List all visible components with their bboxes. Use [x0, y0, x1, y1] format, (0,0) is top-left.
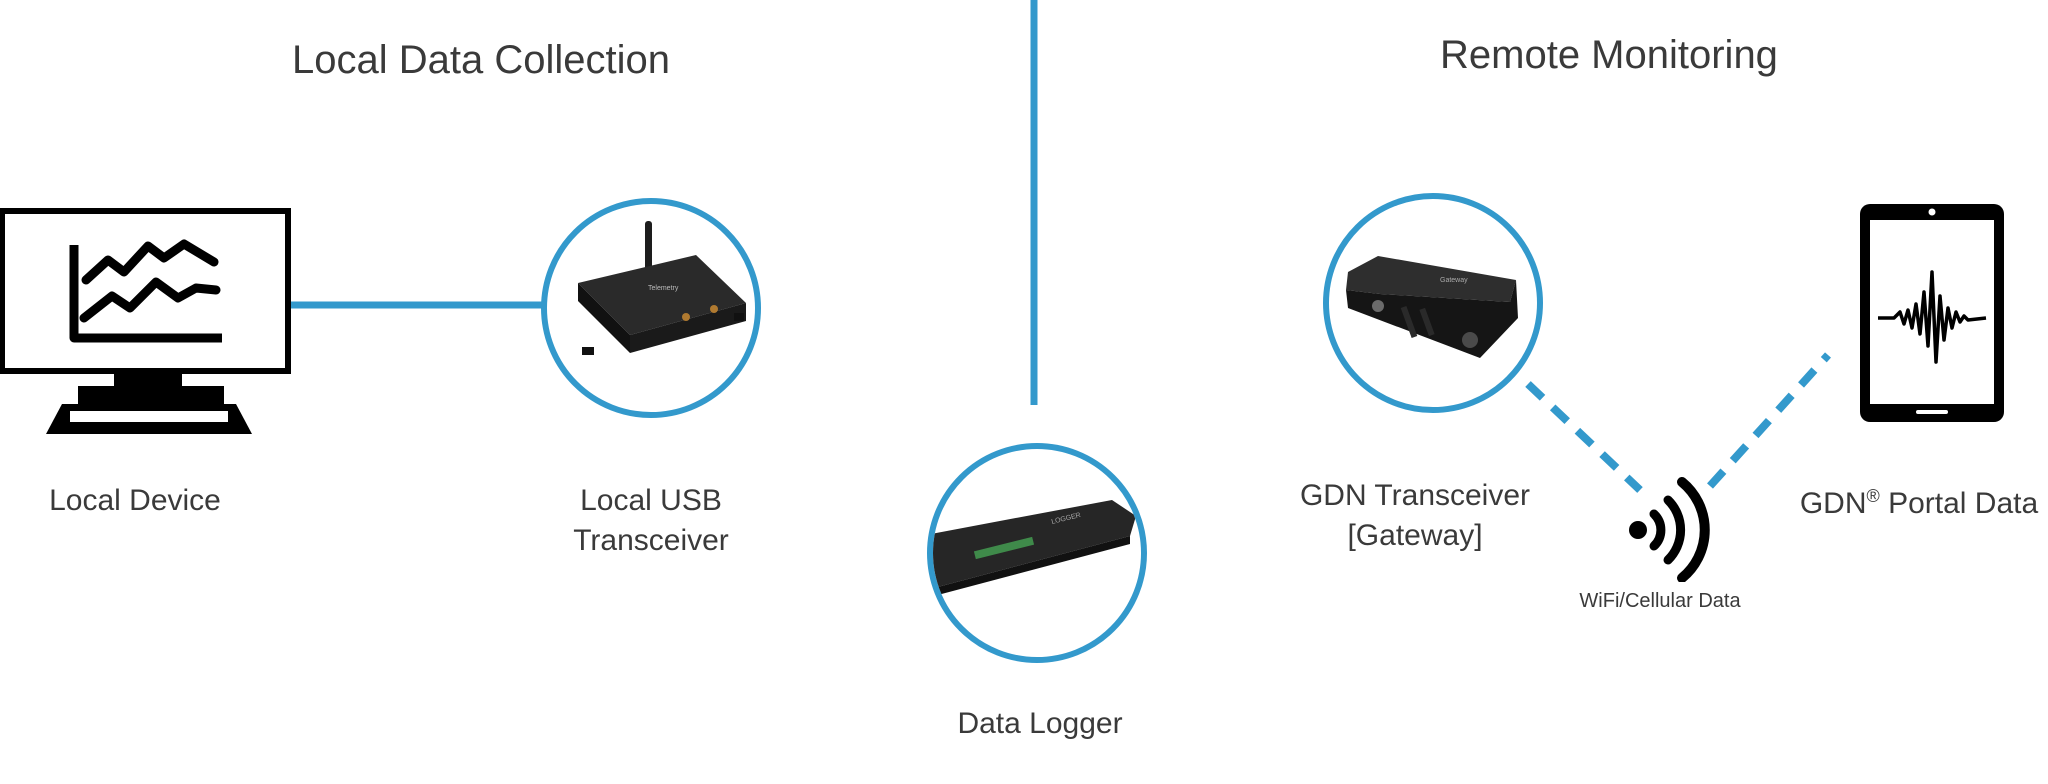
usb-transceiver-label-line2: Transceiver: [573, 524, 729, 557]
local-section-title: Local Data Collection: [292, 38, 670, 82]
usb-transceiver-label-line1: Local USB: [580, 484, 722, 517]
svg-text:Telemetry: Telemetry: [648, 285, 679, 292]
wifi-signal-icon: [1629, 477, 1710, 582]
data-logger-icon: LOGGER: [927, 443, 1147, 663]
tablet-waveform-icon: [1860, 204, 2004, 422]
portal-label: GDN® Portal Data: [1799, 486, 2039, 520]
gateway-label-line2: [Gateway]: [1347, 519, 1483, 552]
svg-text:Gateway: Gateway: [1440, 277, 1468, 284]
wireless-to-portal-connector: [1707, 352, 1831, 489]
gateway-label-line1: GDN Transceiver: [1299, 479, 1531, 512]
gateway-to-wireless-connector: [1525, 381, 1643, 493]
local-device-label: Local Device: [49, 484, 221, 517]
remote-section-title: Remote Monitoring: [1440, 33, 1778, 77]
usb-transceiver-icon: Telemetry: [541, 198, 761, 418]
monitor-chart-icon: [0, 208, 291, 434]
wireless-label: WiFi/Cellular Data: [1579, 590, 1741, 612]
gateway-transceiver-icon: Gateway: [1323, 193, 1543, 413]
data-logger-label: Data Logger: [957, 707, 1123, 740]
